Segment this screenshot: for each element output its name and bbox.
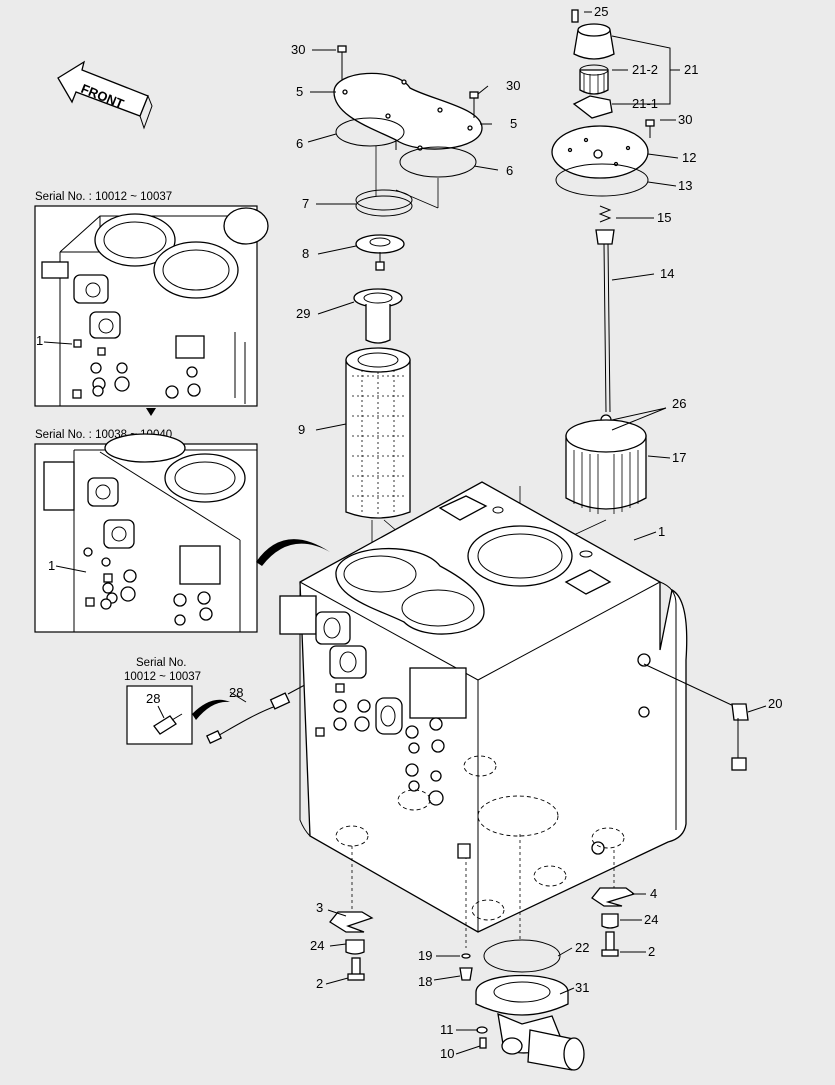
callout-2-a: 2 — [316, 976, 323, 991]
inset-c-serial-line2: 10012 ~ 10037 — [124, 671, 201, 683]
callout-28-inset: 28 — [146, 691, 160, 706]
callout-1-tank: 1 — [658, 524, 665, 539]
callout-30-a: 30 — [291, 42, 305, 57]
callout-5-b: 5 — [510, 116, 517, 131]
callout-17: 17 — [672, 450, 686, 465]
parts-breather-assembly: 25 21-2 21 21-1 30 12 13 — [551, 4, 698, 197]
callout-20: 20 — [768, 696, 782, 711]
inset-serial-c: Serial No. 10012 ~ 10037 28 — [124, 657, 201, 745]
callout-15: 15 — [657, 210, 671, 225]
callout-24-a: 24 — [310, 938, 324, 953]
callout-7: 7 — [302, 196, 309, 211]
parts-bottom: 3 24 2 4 24 2 19 18 22 31 11 10 — [310, 834, 658, 1071]
front-arrow: FRONT — [57, 60, 153, 130]
parts-return-filter: 15 14 26 17 — [519, 205, 686, 580]
callout-21: 21 — [684, 62, 698, 77]
callout-26: 26 — [672, 396, 686, 411]
callout-28: 28 — [229, 685, 243, 700]
hydraulic-tank-body: 1 — [279, 481, 688, 933]
callout-22: 22 — [575, 940, 589, 955]
callout-31: 31 — [575, 980, 589, 995]
callout-14: 14 — [660, 266, 674, 281]
callout-29: 29 — [296, 306, 310, 321]
callout-21-2: 21-2 — [632, 62, 658, 77]
callout-1-inset-b: 1 — [48, 558, 55, 573]
part-20-level-gauge: 20 — [643, 663, 782, 771]
parts-filter-stack: 7 8 29 9 — [296, 189, 441, 604]
callout-4: 4 — [650, 886, 657, 901]
inset-pointer-arrow-b — [256, 539, 330, 566]
inset-a-serial-label: Serial No. : 10012 ~ 10037 — [35, 191, 172, 203]
parts-covers-gaskets: 30 5 30 5 6 6 — [291, 42, 520, 209]
callout-10: 10 — [440, 1046, 454, 1061]
callout-2-b: 2 — [648, 944, 655, 959]
callout-21-1: 21-1 — [632, 96, 658, 111]
callout-11: 11 — [440, 1022, 454, 1037]
callout-9: 9 — [298, 422, 305, 437]
inset-c-serial-line1: Serial No. — [136, 657, 187, 669]
callout-1-inset-a: 1 — [36, 333, 43, 348]
callout-19: 19 — [418, 948, 432, 963]
inset-serial-a: Serial No. : 10012 ~ 10037 1 — [34, 191, 269, 407]
callout-8: 8 — [302, 246, 309, 261]
inset-serial-b: Serial No. : 10038 ~ 10040 1 — [34, 429, 258, 633]
inset-transition-arrow — [146, 408, 156, 416]
callout-25: 25 — [594, 4, 608, 19]
inset-pointer-arrow-c — [192, 699, 230, 720]
callout-30-c: 30 — [678, 112, 692, 127]
callout-6-a: 6 — [296, 136, 303, 151]
callout-24-b: 24 — [644, 912, 658, 927]
callout-18: 18 — [418, 974, 432, 989]
callout-3: 3 — [316, 900, 323, 915]
callout-13: 13 — [678, 178, 692, 193]
callout-30-b: 30 — [506, 78, 520, 93]
callout-12: 12 — [682, 150, 696, 165]
callout-6-b: 6 — [506, 163, 513, 178]
callout-5-a: 5 — [296, 84, 303, 99]
